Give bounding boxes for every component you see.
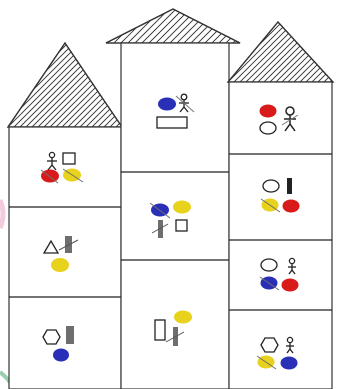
roof-hatch-line (0, 43, 14, 127)
red-blob (260, 105, 277, 118)
yellow-blob (174, 311, 192, 324)
right-tower-body (229, 82, 332, 389)
blue-blob (281, 357, 298, 370)
gray-bar (66, 326, 74, 344)
roof-hatch-line (0, 43, 8, 127)
roof-hatch-line (79, 9, 113, 43)
roof-hatch-line (233, 9, 267, 43)
background-accent (0, 200, 3, 228)
roof-hatch-line (330, 22, 337, 82)
red-blob (282, 279, 299, 292)
roof-hatch-line (219, 9, 253, 43)
roof-hatch-line (72, 9, 106, 43)
blue-blob (158, 98, 176, 111)
middle-roof (72, 9, 267, 43)
red-blob (283, 200, 300, 213)
yellow-blob (51, 258, 69, 272)
gray-bar (287, 178, 292, 194)
yellow-blob (173, 201, 191, 214)
blue-blob (53, 349, 69, 362)
roof-hatch-line (324, 22, 337, 82)
